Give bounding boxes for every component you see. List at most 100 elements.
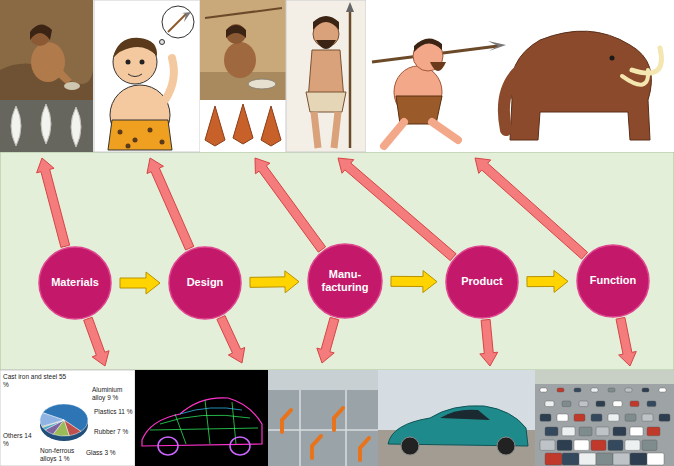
mammoth-trunk	[504, 70, 520, 130]
traffic-car	[647, 401, 656, 407]
leopard-spot	[148, 128, 153, 133]
pie-label: Cast iron and steel 55 %	[3, 373, 73, 389]
pointer-arrow	[475, 158, 588, 259]
wireframe-wheel	[158, 437, 178, 455]
traffic-car	[562, 453, 579, 465]
fur-loincloth	[306, 92, 346, 112]
wireframe-lines	[180, 408, 242, 414]
stage-circle: Function	[576, 244, 650, 318]
traffic-car	[608, 414, 619, 421]
traffic-car	[625, 414, 636, 421]
mouth	[128, 74, 142, 77]
traffic-car	[540, 440, 555, 450]
stage-label: Materials	[51, 276, 99, 289]
traffic-car	[562, 401, 571, 407]
thought-dot	[160, 40, 165, 45]
caveman-head	[226, 24, 246, 44]
pointer-arrow	[255, 158, 326, 252]
traffic-car	[642, 414, 653, 421]
robot-arm	[360, 438, 369, 460]
leopard-spot	[126, 144, 131, 149]
traffic-car	[540, 388, 547, 392]
traffic-car	[659, 388, 666, 392]
car-panel	[378, 370, 535, 466]
traffic-car	[596, 453, 613, 465]
robot-arm	[282, 410, 291, 432]
stage-circle: Materials	[38, 246, 112, 320]
eye	[140, 60, 145, 65]
wheel	[401, 437, 419, 455]
caveman-hair	[226, 25, 246, 38]
horizon	[535, 370, 674, 384]
pointer-arrow	[616, 317, 636, 366]
traffic-car	[557, 414, 568, 421]
flow-arrow	[391, 271, 437, 293]
mammoth-eye	[610, 56, 615, 61]
arrowhead	[233, 104, 253, 144]
traffic-car	[613, 401, 622, 407]
pie-panel	[0, 370, 135, 466]
spear	[349, 8, 352, 148]
caveman-legs	[384, 122, 458, 146]
spear-tip	[182, 12, 191, 22]
caveman-arm	[50, 62, 72, 84]
traffic-car	[562, 427, 575, 436]
traffic-car	[647, 427, 660, 436]
robot-arm	[312, 436, 321, 458]
circle-shape	[169, 247, 241, 319]
traffic-car	[579, 427, 592, 436]
tools-photo	[0, 100, 93, 152]
wireframe-panel	[135, 370, 268, 466]
caveman-hair	[30, 24, 52, 40]
flow-arrow	[120, 272, 160, 294]
pie-label: Non-ferrous alloys 1 %	[40, 447, 84, 463]
traffic-car	[596, 427, 609, 436]
pointer-arrow	[317, 317, 339, 363]
windshield	[440, 410, 490, 420]
stage-label: Product	[461, 275, 503, 288]
circle-shape	[577, 245, 649, 317]
eye	[126, 60, 131, 65]
traffic-car	[642, 388, 649, 392]
traffic-car	[545, 427, 558, 436]
stage-circle: Design	[168, 246, 242, 320]
traffic-car	[591, 440, 606, 450]
factory-ceiling	[268, 370, 378, 390]
cartoon-panel	[94, 0, 200, 152]
stone	[64, 82, 80, 90]
stone-tool	[11, 106, 21, 146]
traffic-car	[659, 414, 670, 421]
pointer-arrow	[84, 317, 109, 366]
traffic-car	[630, 453, 647, 465]
wireframe-car	[142, 398, 262, 446]
spear-tip	[346, 2, 354, 12]
pie-label: Rubber 7 %	[94, 428, 134, 436]
stone-tool	[71, 107, 81, 147]
traffic-car	[630, 427, 643, 436]
cave-scene	[0, 0, 93, 100]
caveman-hair	[414, 38, 442, 52]
flow-arrow	[250, 271, 299, 293]
caveman-hair	[313, 16, 339, 30]
pointer-arrow	[480, 319, 498, 366]
pointer-arrow	[37, 158, 70, 247]
traffic-car	[574, 440, 589, 450]
traffic-car	[608, 440, 623, 450]
stage-label: Design	[187, 276, 224, 289]
wheel	[497, 437, 515, 455]
raised-arm	[165, 58, 174, 100]
assembly-line	[268, 390, 378, 466]
arrowhead-photo	[200, 100, 286, 152]
traffic-car	[545, 401, 554, 407]
traffic-car	[545, 453, 562, 465]
workshop-scene	[200, 0, 286, 100]
traffic-car	[579, 453, 596, 465]
mammoth-tusk	[622, 70, 648, 85]
robot-arm	[334, 408, 343, 430]
flow-arrow	[527, 270, 568, 292]
pie-label: Others 14 %	[3, 432, 37, 448]
traffic-car	[557, 388, 564, 392]
pie-label: Aluminium alloy 9 %	[92, 386, 134, 402]
traffic-car	[557, 440, 572, 450]
